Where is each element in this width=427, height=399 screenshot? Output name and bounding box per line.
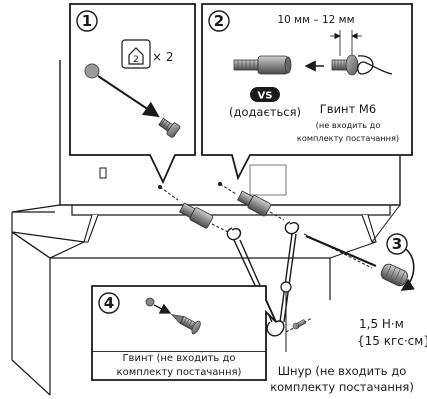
mounting-hole bbox=[84, 63, 100, 79]
screwdriver-icon bbox=[303, 233, 415, 291]
screw-m6-icon bbox=[331, 54, 393, 76]
callout-4-screw-line1: Гвинт (не входить до bbox=[122, 353, 235, 364]
cord-label-line1: Шнур (не входить до bbox=[278, 364, 406, 378]
torque-line1: 1,5 Н·м bbox=[359, 317, 404, 331]
screw-m6-title: Гвинт М6 bbox=[320, 102, 376, 116]
cord-anchor-screw bbox=[285, 317, 313, 333]
callout-1: 1 2 × 2 bbox=[69, 3, 196, 185]
callout-2: 2 10 мм – 12 мм VS (додається) Гви bbox=[201, 3, 413, 181]
callout-4: 4 bbox=[91, 285, 277, 353]
callout-4-label-box: Гвинт (не входить до комплекту постачанн… bbox=[91, 352, 267, 381]
vs-badge-text: VS bbox=[258, 91, 273, 102]
bolt-icon bbox=[158, 117, 181, 138]
gap-dimension-lines bbox=[330, 30, 362, 56]
insert-arrow bbox=[97, 75, 160, 118]
step-4-marker bbox=[98, 292, 120, 314]
cord-label-line2: комплекту постачання) bbox=[270, 380, 414, 394]
wood-screw-icon bbox=[170, 313, 201, 335]
part-number: 2 bbox=[133, 55, 139, 65]
mounted-spacers bbox=[159, 183, 285, 233]
step-3-marker bbox=[386, 233, 408, 255]
tv-stand-legs bbox=[83, 214, 377, 243]
step-1-number: 1 bbox=[82, 12, 92, 30]
screw-m6-note-line1: (не входить до bbox=[316, 120, 381, 130]
step-3-number: 3 bbox=[392, 235, 402, 253]
callout-4-screw-line2: комплекту постачання) bbox=[117, 367, 242, 378]
table bbox=[11, 204, 401, 396]
step-2-number: 2 bbox=[214, 12, 224, 30]
gap-dimension-label: 10 мм – 12 мм bbox=[277, 14, 354, 26]
step-4-number: 4 bbox=[104, 294, 114, 312]
included-label: (додається) bbox=[229, 105, 301, 119]
part-count: × 2 bbox=[152, 50, 174, 64]
part-2-badge: 2 × 2 bbox=[121, 39, 174, 69]
step-2-marker bbox=[208, 10, 230, 32]
torque-line2: {15 кгс·см} bbox=[357, 334, 427, 348]
screw-arrow bbox=[153, 303, 172, 314]
step-1-marker bbox=[76, 10, 98, 32]
spacer-icon bbox=[233, 55, 292, 75]
screw-m6-note-line2: комплекту постачання) bbox=[297, 133, 399, 143]
vs-badge: VS bbox=[250, 87, 280, 102]
cord-pointer bbox=[280, 281, 292, 352]
pilot-hole bbox=[145, 297, 155, 307]
